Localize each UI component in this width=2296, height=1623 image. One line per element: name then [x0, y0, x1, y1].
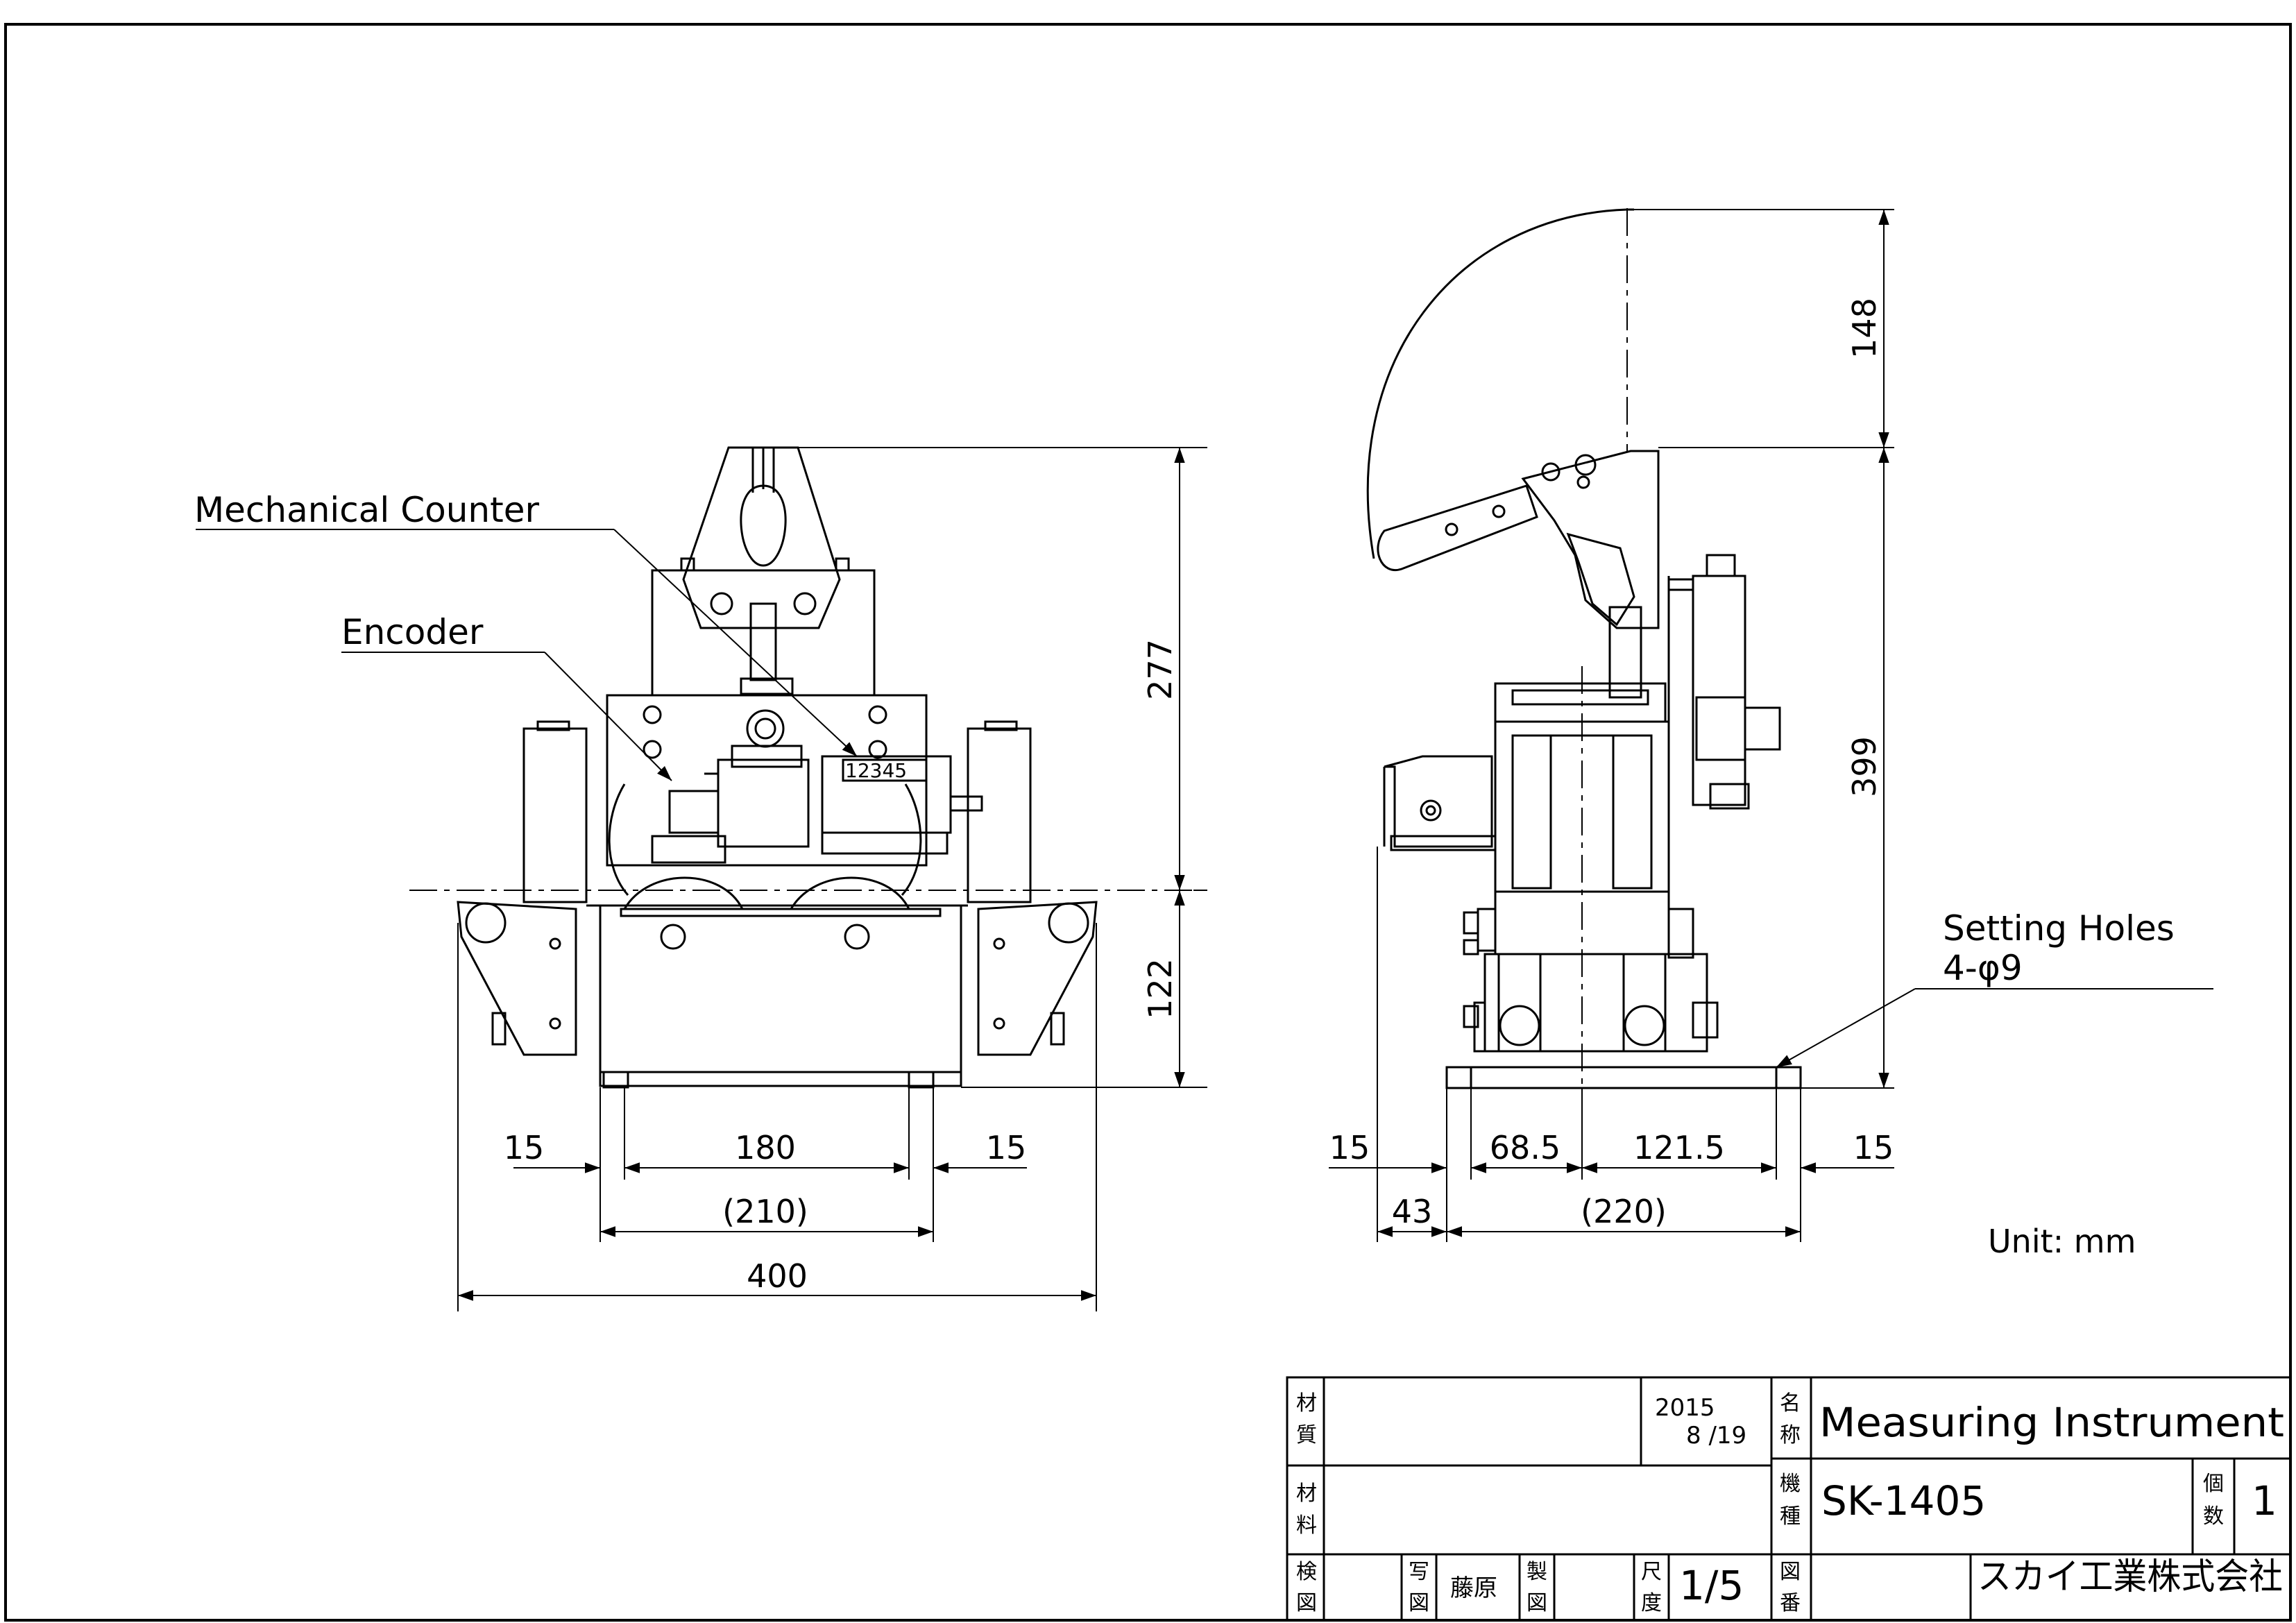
title-block [1286, 1376, 2292, 1622]
dim-front-right-15: 15 [986, 1129, 1027, 1166]
tb-product-name: Measuring Instrument [1819, 1399, 2284, 1446]
front-leaders [196, 529, 858, 781]
dim-side-148: 148 [1846, 298, 1883, 359]
setting-holes-label: Setting Holes [1943, 908, 2175, 949]
side-dimension-lines [1329, 209, 1894, 1242]
tb-drawno-b: 番 [1780, 1591, 1801, 1615]
tb-company: スカイ工業株式会社 [1978, 1556, 2283, 1598]
dim-side-43: 43 [1392, 1193, 1433, 1230]
dim-side-left-15: 15 [1329, 1129, 1370, 1166]
dim-side-right-15: 15 [1853, 1129, 1894, 1166]
tb-scale-a: 尺 [1641, 1560, 1662, 1584]
tb-name-a: 名 [1780, 1391, 1801, 1416]
tb-check-a: 検 [1296, 1560, 1317, 1584]
tb-date-year: 2015 [1655, 1394, 1715, 1422]
tb-material-2a: 材 [1296, 1481, 1317, 1506]
tb-material-1b: 質 [1296, 1423, 1317, 1447]
tb-scale-b: 度 [1641, 1591, 1662, 1615]
tb-name-b: 称 [1780, 1423, 1801, 1447]
tb-model-a: 機 [1780, 1472, 1801, 1496]
setting-holes-spec: 4-φ9 [1943, 948, 2023, 988]
tb-qty-a: 個 [2203, 1472, 2224, 1496]
tb-check-b: 図 [1296, 1591, 1317, 1615]
dim-side-220: (220) [1581, 1193, 1667, 1230]
tb-date-md: 8 /19 [1686, 1422, 1746, 1450]
tb-quantity: 1 [2252, 1477, 2277, 1524]
front-view [457, 446, 1098, 1089]
encoder-label: Encoder [341, 612, 484, 652]
drawing-border [4, 23, 2292, 1622]
tb-make-a: 製 [1527, 1560, 1547, 1584]
unit-label: Unit: mm [1988, 1223, 2136, 1260]
tb-drawer: 藤原 [1450, 1574, 1497, 1602]
tb-qty-b: 数 [2203, 1504, 2224, 1529]
dim-front-210: (210) [722, 1193, 808, 1230]
tb-copy-b: 図 [1409, 1591, 1429, 1615]
dim-front-277: 277 [1141, 639, 1179, 700]
mechanical-counter-label: Mechanical Counter [194, 490, 539, 530]
dim-side-68-5: 68.5 [1490, 1129, 1561, 1166]
tb-model-b: 種 [1780, 1504, 1801, 1529]
tb-copy-a: 写 [1409, 1560, 1429, 1584]
tb-material-1a: 材 [1296, 1391, 1317, 1416]
front-dimension-lines [457, 447, 1207, 1311]
counter-display: 12345 [845, 759, 907, 782]
tb-scale: 1/5 [1679, 1562, 1744, 1609]
dim-front-left-15: 15 [504, 1129, 545, 1166]
tb-material-2b: 料 [1296, 1513, 1317, 1538]
dim-side-121-5: 121.5 [1633, 1129, 1725, 1166]
tb-drawno-a: 図 [1780, 1560, 1801, 1584]
dim-side-399: 399 [1846, 736, 1883, 797]
dim-front-180: 180 [735, 1129, 796, 1166]
side-view [1366, 208, 1802, 1089]
tb-model: SK-1405 [1821, 1477, 1986, 1524]
dim-front-122: 122 [1141, 958, 1179, 1019]
dim-front-400: 400 [747, 1257, 808, 1295]
tb-make-b: 図 [1527, 1591, 1547, 1615]
setting-holes-leader [1776, 988, 2213, 1068]
